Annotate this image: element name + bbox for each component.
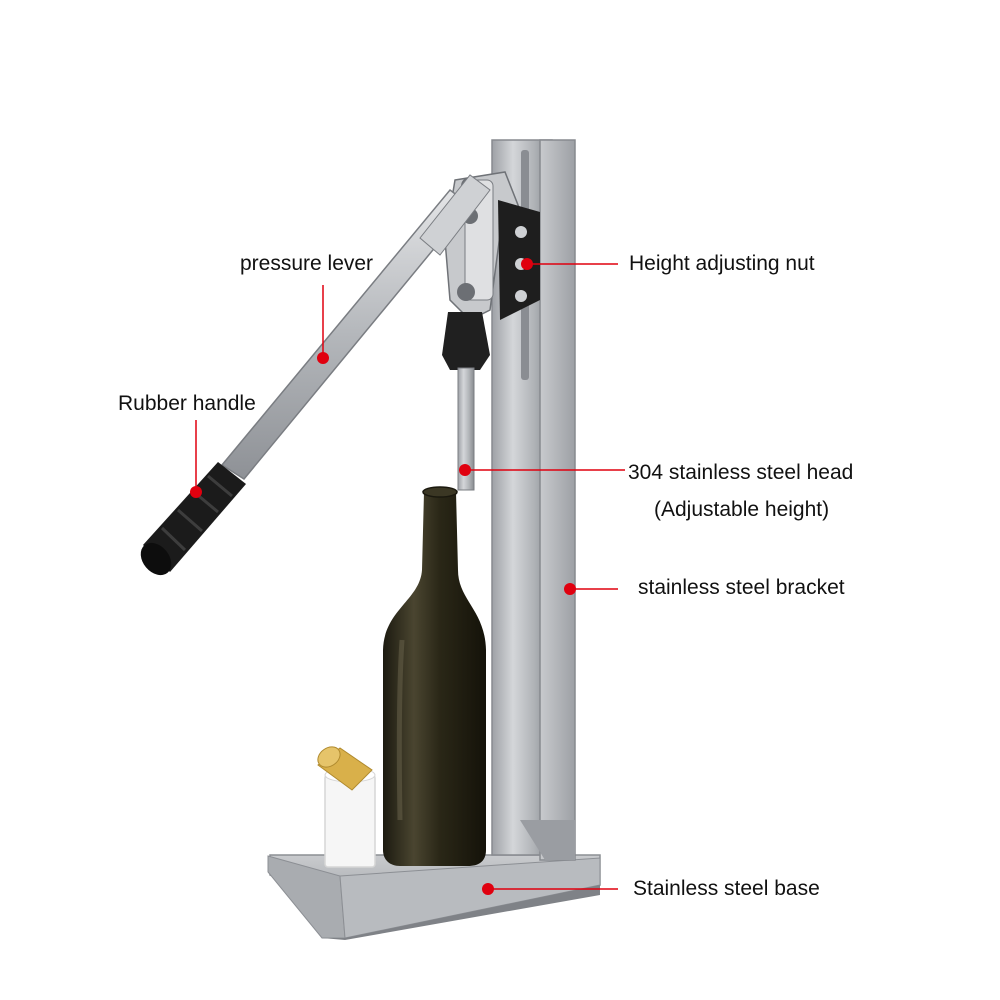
plunger-block bbox=[442, 312, 490, 370]
callout-height-adjusting-nut bbox=[521, 258, 618, 270]
stainless-steel-head bbox=[457, 367, 475, 491]
pressure-lever bbox=[220, 174, 491, 480]
callout-bracket bbox=[564, 583, 618, 595]
label-pressure-lever: pressure lever bbox=[240, 252, 374, 275]
cork bbox=[317, 746, 373, 791]
label-rubber-handle: Rubber handle bbox=[118, 392, 256, 415]
label-base: Stainless steel base bbox=[633, 877, 820, 900]
callout-stainless-steel-head bbox=[459, 464, 625, 476]
stainless-steel-bracket bbox=[491, 139, 576, 861]
callout-rubber-handle bbox=[190, 420, 202, 498]
callout-base bbox=[482, 883, 618, 895]
wine-bottle bbox=[383, 486, 486, 866]
rubber-handle bbox=[140, 462, 246, 576]
label-steel-head-note: (Adjustable height) bbox=[654, 498, 830, 521]
label-steel-head: 304 stainless steel head bbox=[628, 461, 854, 484]
label-bracket: stainless steel bracket bbox=[638, 576, 845, 599]
stainless-steel-base bbox=[267, 854, 601, 940]
height-adjusting-nut bbox=[498, 200, 540, 320]
callout-pressure-lever bbox=[317, 285, 329, 364]
label-height-adjusting-nut: Height adjusting nut bbox=[629, 252, 815, 275]
